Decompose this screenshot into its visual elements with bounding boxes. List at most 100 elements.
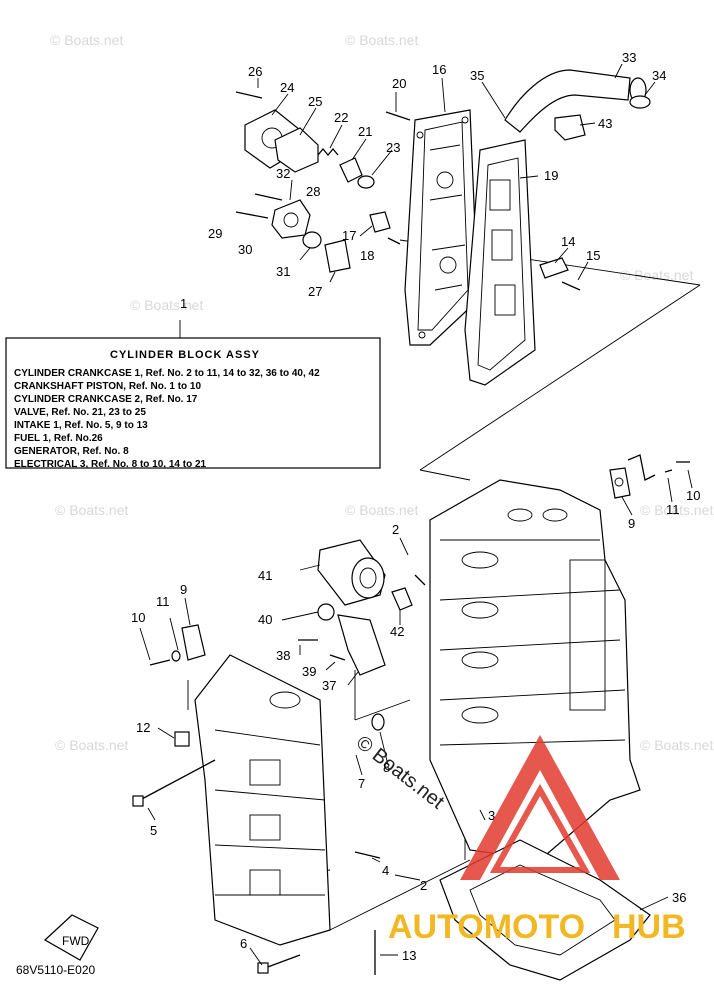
info-box-line: CYLINDER CRANKCASE 2, Ref. No. 17 xyxy=(14,394,198,405)
watermark: © Boats.net xyxy=(345,32,418,48)
bracket-9-right xyxy=(609,467,631,499)
callout-9-right: 9 xyxy=(628,516,635,531)
cylinder-head-plate xyxy=(404,109,479,346)
info-box-line: ELECTRICAL 3, Ref. No. 8 to 10, 14 to 21 xyxy=(14,459,207,470)
callout-11-left: 11 xyxy=(156,594,170,609)
callout-10-left: 10 xyxy=(131,610,145,625)
callout-4: 4 xyxy=(382,863,389,878)
callout-29: 29 xyxy=(208,226,222,241)
watermark: © Boats.net xyxy=(50,32,123,48)
callout-12: 12 xyxy=(136,720,150,735)
callout-9-left: 9 xyxy=(180,582,187,597)
callout-42: 42 xyxy=(390,624,404,639)
watermark: © Boats.net xyxy=(640,737,713,753)
callout-13: 13 xyxy=(402,948,416,963)
callout-15: 15 xyxy=(586,248,600,263)
callout-20: 20 xyxy=(392,76,406,91)
callout-19: 19 xyxy=(544,168,558,183)
callout-7: 7 xyxy=(358,776,365,791)
watermark: © Boats.net xyxy=(620,267,693,283)
watermark: © Boats.net xyxy=(130,297,203,313)
callout-36: 36 xyxy=(672,890,686,905)
info-box-line: CYLINDER CRANKCASE 1, Ref. No. 2 to 11, … xyxy=(14,368,320,379)
collar-27 xyxy=(324,239,351,273)
bolts-middle xyxy=(149,461,690,666)
clip-right xyxy=(627,454,656,481)
spring xyxy=(317,147,339,157)
seal-40 xyxy=(317,603,335,621)
oil-filter xyxy=(317,539,386,606)
callout-41: 41 xyxy=(258,568,272,583)
logo-text-hub: HUB xyxy=(612,908,686,946)
callout-3: 3 xyxy=(488,808,495,823)
callout-26: 26 xyxy=(248,64,262,79)
automotohub-logo: AUTOMOTO HUB xyxy=(388,735,686,946)
washer-11-left xyxy=(171,650,181,662)
callout-23: 23 xyxy=(386,140,400,155)
watermark: © Boats.net xyxy=(640,502,713,518)
callout-2: 2 xyxy=(392,522,399,537)
gasket-25 xyxy=(274,127,319,173)
bolts-top xyxy=(235,91,581,291)
plug-12 xyxy=(174,731,190,747)
bracket-14 xyxy=(539,257,569,279)
callouts: 1 2 2 3 4 5 6 7 8 9 9 10 10 11 11 12 13 … xyxy=(131,50,700,963)
info-box-line: FUEL 1, Ref. No.26 xyxy=(14,433,103,444)
watermark: © Boats.net xyxy=(345,502,418,518)
callout-10-right: 10 xyxy=(686,488,700,503)
seal-31 xyxy=(302,231,322,249)
fwd-arrow-icon: FWD xyxy=(43,914,99,961)
callout-37: 37 xyxy=(322,678,336,693)
cylinder-block xyxy=(429,479,641,861)
callout-2: 2 xyxy=(420,878,427,893)
diagram-code: 68V5110-E020 xyxy=(16,963,96,977)
watermark: © Boats.net xyxy=(55,737,128,753)
seal-23 xyxy=(357,175,375,189)
fitting-42 xyxy=(391,587,413,611)
callout-43: 43 xyxy=(598,116,612,131)
bolt-4 xyxy=(354,851,381,859)
callout-31: 31 xyxy=(276,264,290,279)
info-box: CYLINDER BLOCK ASSY CYLINDER CRANKCASE 1… xyxy=(5,337,381,470)
leader-lines-bottom xyxy=(139,469,693,966)
watermarks: © Boats.net © Boats.net © Boats.net © Bo… xyxy=(50,32,713,753)
callout-25: 25 xyxy=(308,94,322,109)
bracket-37 xyxy=(337,614,386,676)
callout-21: 21 xyxy=(358,124,372,139)
callout-38: 38 xyxy=(276,648,290,663)
logo-text-automoto: AUTOMOTO xyxy=(388,908,585,946)
info-box-line: VALVE, Ref. No. 21, 23 to 25 xyxy=(14,407,146,418)
callout-6: 6 xyxy=(240,936,247,951)
callout-30: 30 xyxy=(238,242,252,257)
plug-17 xyxy=(369,211,391,233)
callout-24: 24 xyxy=(280,80,294,95)
callout-14: 14 xyxy=(561,234,575,249)
callout-18: 18 xyxy=(360,248,374,263)
hose-clamp xyxy=(629,95,651,109)
clamp-43 xyxy=(554,114,586,141)
callout-11-right: 11 xyxy=(666,502,680,517)
callout-32: 32 xyxy=(276,166,290,181)
callout-39: 39 xyxy=(302,664,316,679)
callout-28: 28 xyxy=(306,184,320,199)
callout-33: 33 xyxy=(622,50,636,65)
watermark: © Boats.net xyxy=(55,502,128,518)
thermostat-housing xyxy=(271,199,311,239)
bolt-6 xyxy=(257,954,301,974)
callout-40: 40 xyxy=(258,612,272,627)
valve-21 xyxy=(339,157,363,183)
callout-17: 17 xyxy=(342,228,356,243)
callout-5: 5 xyxy=(150,823,157,838)
long-bolt xyxy=(132,759,216,807)
leader-lines-top xyxy=(257,63,656,283)
info-box-line: INTAKE 1, Ref. No. 5, 9 to 13 xyxy=(14,420,148,431)
info-box-line: GENERATOR, Ref. No. 8 xyxy=(14,446,129,457)
dowel-pin xyxy=(414,574,426,586)
callout-16: 16 xyxy=(432,62,446,77)
callout-34: 34 xyxy=(652,68,666,83)
fwd-label: FWD xyxy=(62,934,90,948)
info-box-title: CYLINDER BLOCK ASSY xyxy=(110,349,260,361)
callout-22: 22 xyxy=(334,110,348,125)
